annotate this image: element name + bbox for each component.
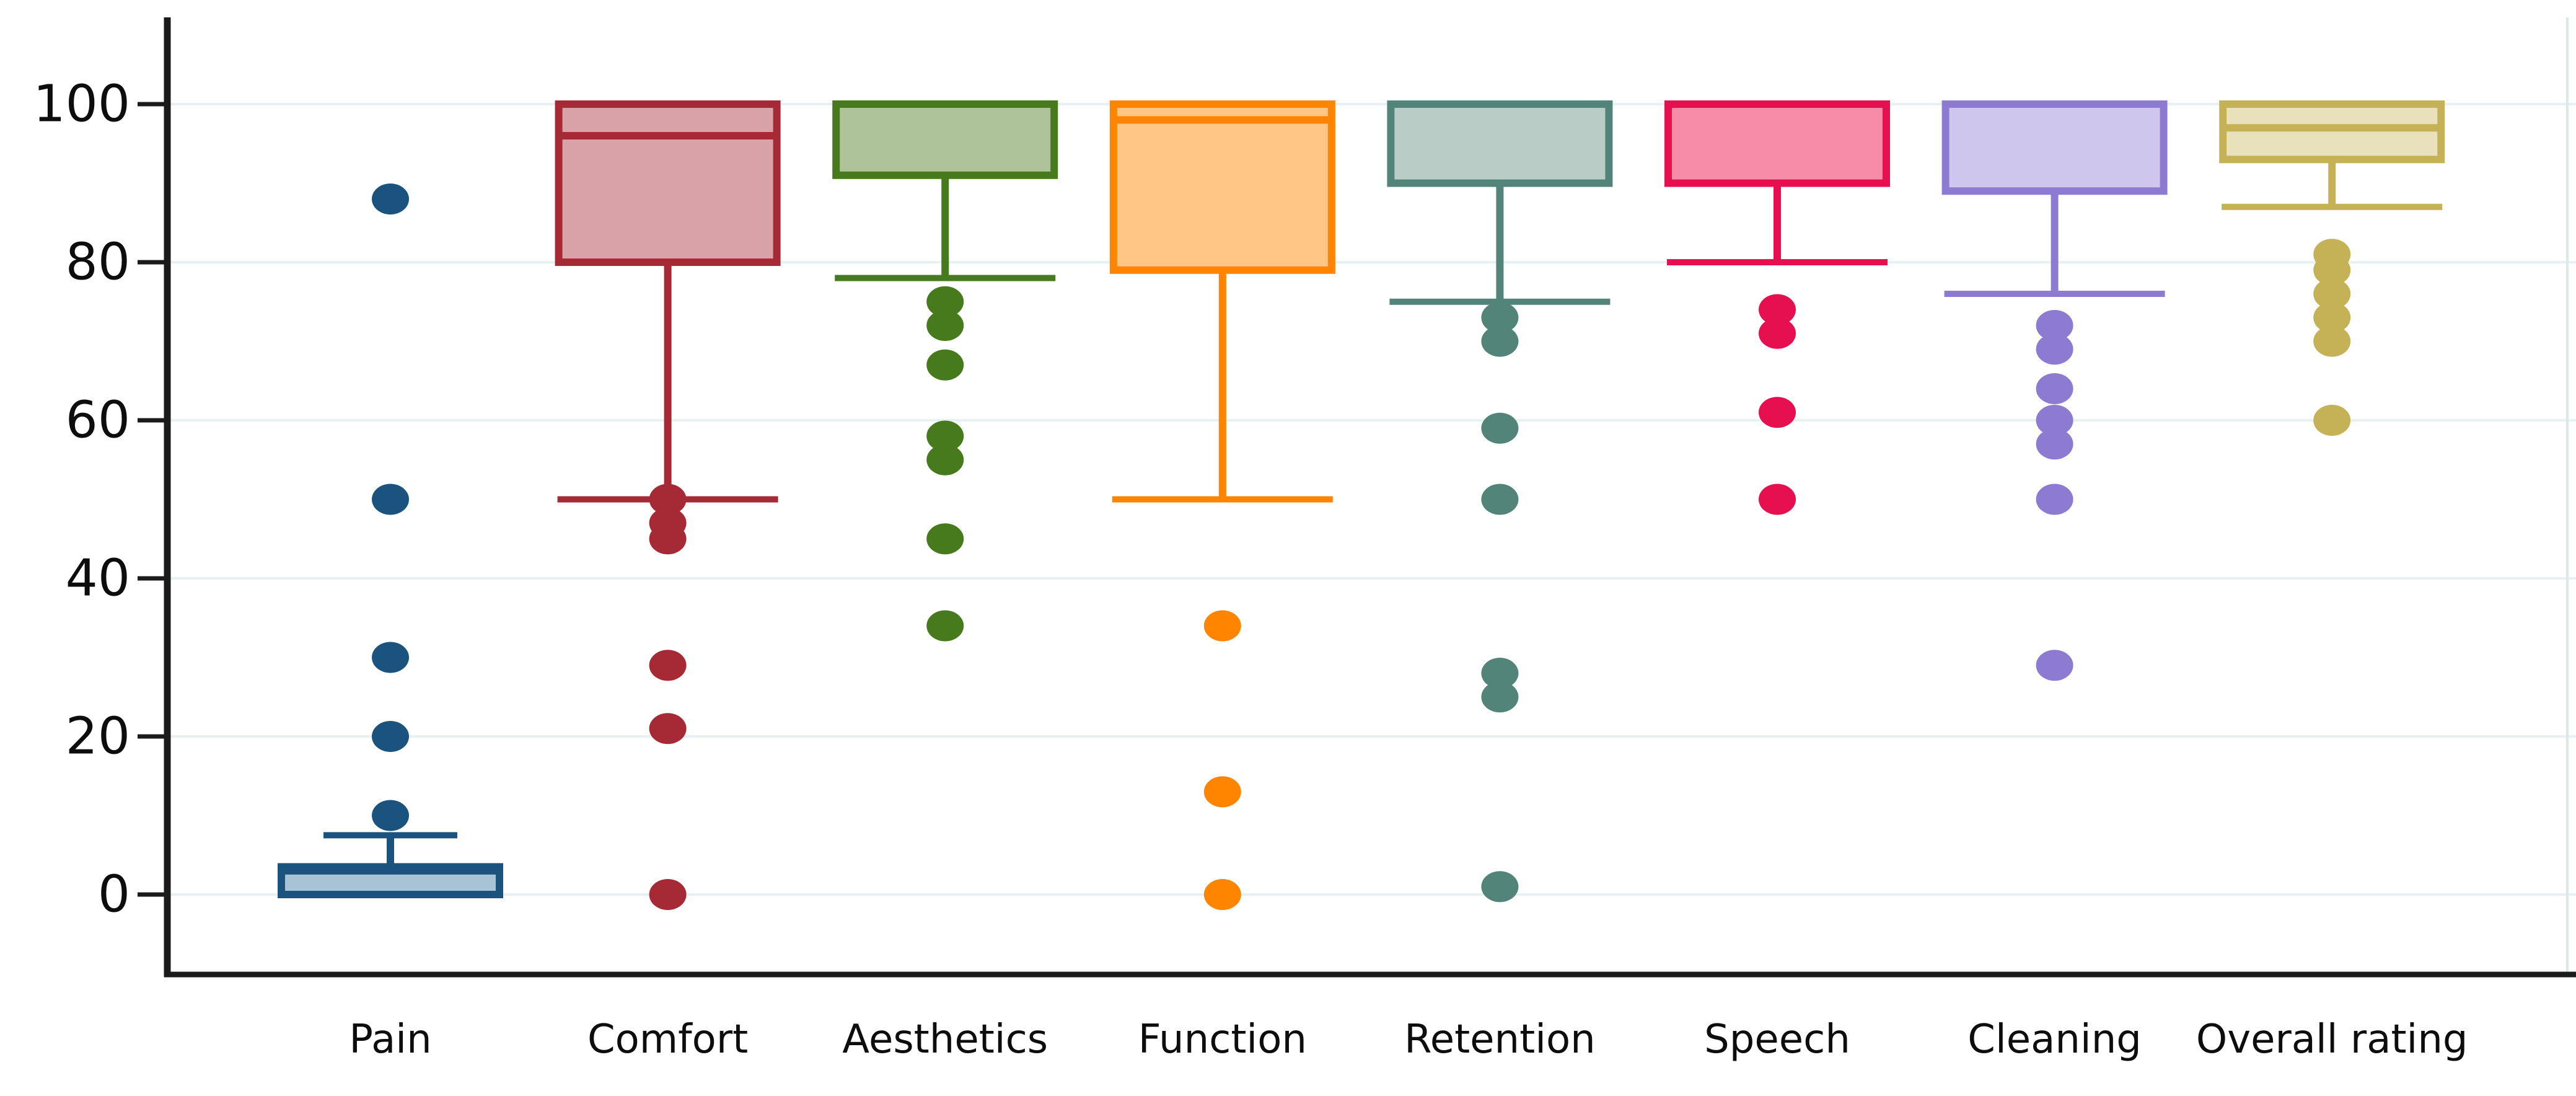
y-tick-label-40: 40 (66, 549, 130, 608)
x-category-label-overall-rating: Overall rating (2196, 1017, 2468, 1063)
y-tick-label-0: 0 (98, 865, 130, 924)
outlier-comfort-0 (649, 484, 687, 515)
x-category-label-speech: Speech (1704, 1017, 1850, 1063)
outlier-speech-3 (1759, 484, 1796, 515)
outlier-aesthetics-2 (926, 349, 964, 381)
box-cleaning (1941, 100, 2168, 195)
box-speech (1664, 100, 1890, 187)
outlier-aesthetics-0 (926, 286, 964, 317)
outlier-retention-2 (1481, 412, 1519, 444)
outlier-cleaning-4 (2036, 428, 2073, 460)
outlier-pain-0 (372, 800, 409, 831)
x-category-label-comfort: Comfort (587, 1017, 748, 1063)
outlier-aesthetics-4 (926, 444, 964, 475)
outlier-retention-0 (1481, 302, 1519, 334)
outlier-retention-1 (1481, 325, 1519, 357)
outlier-cleaning-5 (2036, 484, 2073, 515)
outlier-overall-rating-5 (2313, 405, 2351, 436)
outlier-overall-rating-1 (2313, 254, 2351, 286)
outlier-aesthetics-1 (926, 310, 964, 341)
x-category-label-function: Function (1138, 1017, 1307, 1063)
box-aesthetics (832, 100, 1058, 179)
box-comfort (555, 100, 781, 266)
outlier-cleaning-3 (2036, 405, 2073, 436)
outlier-comfort-3 (649, 650, 687, 681)
outlier-function-2 (1203, 879, 1241, 910)
outlier-pain-4 (372, 183, 409, 214)
outlier-retention-3 (1481, 484, 1519, 515)
outlier-retention-6 (1481, 871, 1519, 903)
outlier-speech-2 (1759, 397, 1796, 428)
outlier-speech-0 (1759, 294, 1796, 325)
outlier-cleaning-2 (2036, 373, 2073, 404)
outlier-overall-rating-3 (2313, 302, 2351, 334)
outlier-comfort-4 (649, 713, 687, 745)
x-category-label-cleaning: Cleaning (1967, 1017, 2142, 1063)
outlier-aesthetics-6 (926, 610, 964, 642)
outlier-cleaning-6 (2036, 650, 2073, 681)
x-category-label-aesthetics: Aesthetics (842, 1017, 1048, 1063)
y-tick-label-60: 60 (66, 391, 130, 450)
x-category-label-pain: Pain (349, 1017, 431, 1063)
outlier-overall-rating-4 (2313, 325, 2351, 357)
outlier-aesthetics-3 (926, 420, 964, 452)
outlier-comfort-2 (649, 523, 687, 555)
outlier-cleaning-1 (2036, 334, 2073, 365)
y-tick-label-100: 100 (33, 75, 130, 134)
y-tick-label-20: 20 (66, 707, 130, 766)
y-tick-label-80: 80 (66, 233, 130, 292)
box-retention (1387, 100, 1613, 187)
outlier-function-0 (1203, 610, 1241, 642)
box-overall-rating (2219, 100, 2445, 164)
outlier-comfort-5 (649, 879, 687, 910)
x-category-label-retention: Retention (1404, 1017, 1596, 1063)
outlier-pain-1 (372, 721, 409, 752)
outlier-retention-5 (1481, 681, 1519, 713)
outlier-pain-2 (372, 642, 409, 673)
outlier-retention-4 (1481, 658, 1519, 689)
outlier-pain-3 (372, 484, 409, 515)
outlier-cleaning-0 (2036, 310, 2073, 341)
outlier-overall-rating-2 (2313, 278, 2351, 309)
box-function (1109, 100, 1335, 274)
outlier-speech-1 (1759, 317, 1796, 349)
outlier-function-1 (1203, 776, 1241, 808)
outlier-aesthetics-5 (926, 523, 964, 555)
